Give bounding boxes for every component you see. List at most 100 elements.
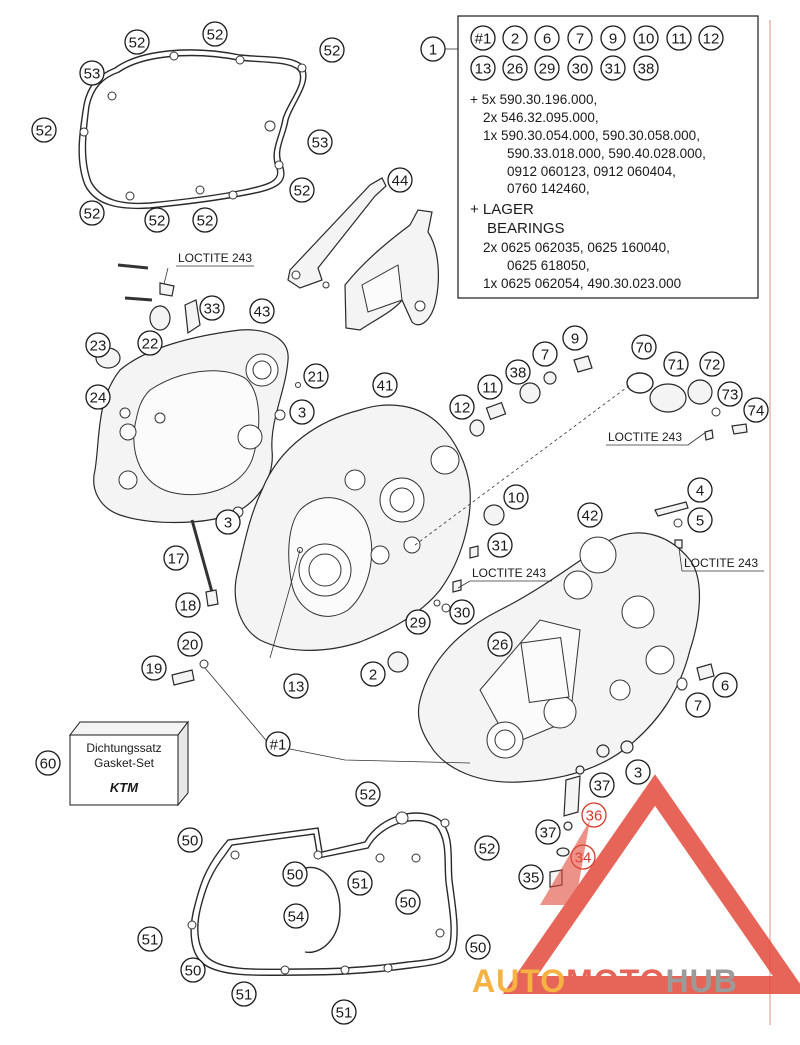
callout-52: 52 (79, 200, 105, 226)
callout-6: 6 (712, 672, 738, 698)
callout-label: 20 (182, 637, 199, 654)
callout-label: 52 (324, 43, 341, 60)
callout-37: 37 (589, 772, 615, 798)
callout-label: 9 (571, 331, 579, 348)
callout-label: 3 (298, 405, 306, 422)
callout-label: 50 (400, 895, 417, 912)
info-ref-label: 7 (576, 31, 584, 48)
callout-label: 52 (360, 787, 377, 804)
info-ref-38: 38 (633, 55, 659, 81)
callout-hash-1: #1 (265, 731, 291, 757)
callout-label: 13 (288, 679, 305, 696)
watermark-triangle-accent (540, 820, 590, 905)
callout-label: 37 (540, 825, 557, 842)
callout-52: 52 (202, 21, 228, 47)
callout-29: 29 (405, 609, 431, 635)
callout-label: 11 (482, 380, 498, 397)
callout-37: 37 (535, 819, 561, 845)
callout-19: 19 (141, 655, 167, 681)
callout-label: 36 (586, 808, 603, 825)
info-line-2: 2x 546.32.095.000, (483, 110, 599, 125)
callout-label: 53 (312, 135, 329, 152)
info-ref-29: 29 (534, 55, 560, 81)
callout-label: 21 (308, 369, 325, 386)
callout-label: 1 (429, 42, 437, 59)
callout-label: 31 (492, 538, 509, 555)
left-crankcase (234, 404, 471, 651)
callout-label: 22 (142, 336, 159, 353)
info-ref-6: 6 (534, 25, 560, 51)
info-line-1: + 5x 590.30.196.000, (470, 92, 597, 107)
info-ref-label: 30 (572, 61, 589, 78)
callout-22: 22 (137, 330, 163, 356)
small-fasteners-left (95, 263, 301, 518)
callout-label: 4 (696, 483, 704, 500)
crankcase-small-parts (387, 355, 593, 673)
info-ref-2: 2 (502, 25, 528, 51)
callout-3: 3 (215, 509, 241, 535)
info-ref-label: 10 (638, 31, 655, 48)
callout-4: 4 (687, 477, 713, 503)
callout-label: 44 (392, 173, 409, 190)
callout-42: 42 (577, 502, 603, 528)
callout-label: 29 (410, 615, 427, 632)
callout-52: 52 (289, 177, 315, 203)
callout-label: 52 (84, 206, 101, 223)
callout-label: 50 (185, 963, 202, 980)
drain-bolt (171, 659, 209, 686)
info-ref-label: 26 (507, 61, 524, 78)
info-ref-label: 6 (543, 31, 551, 48)
callout-36: 36 (581, 802, 607, 828)
callout-33: 33 (199, 295, 225, 321)
info-ref-label: 29 (539, 61, 556, 78)
clutch-cover-gasket (78, 49, 307, 210)
callout-17: 17 (163, 545, 189, 571)
callout-9: 9 (562, 325, 588, 351)
callout-52: 52 (474, 835, 500, 861)
callout-label: 12 (454, 400, 471, 417)
oil-filter-parts (414, 372, 748, 546)
callout-5: 5 (687, 507, 713, 533)
callout-label: 42 (582, 508, 599, 525)
info-line-6: 0760 142460, (507, 181, 590, 196)
info-ref-11: 11 (666, 25, 692, 51)
stud-bolt (190, 519, 219, 607)
dowel-parts (433, 545, 479, 613)
callout-51: 51 (347, 870, 373, 896)
info-ref-label: 13 (475, 61, 492, 78)
callout-label: 43 (254, 304, 271, 321)
info-ref-12: 12 (698, 25, 724, 51)
callout-54: 54 (283, 903, 309, 929)
gasket-set-box: Dichtungssatz Gasket-Set KTM (68, 720, 190, 807)
callout-label: 6 (721, 678, 729, 695)
callout-label: 3 (634, 765, 642, 782)
shift-parts (654, 501, 689, 549)
callout-24: 24 (85, 384, 111, 410)
info-ref-31: 31 (600, 55, 626, 81)
callout-71: 71 (663, 351, 689, 377)
engine-bracket (287, 177, 439, 331)
svg-text:AUTOMOTOHUB: AUTOMOTOHUB (472, 963, 738, 999)
callout-label: 51 (142, 932, 159, 949)
info-ref-label: 2 (511, 31, 519, 48)
callout-50: 50 (282, 861, 308, 887)
callout-51: 51 (137, 926, 163, 952)
callout-52: 52 (124, 29, 150, 55)
callout-50: 50 (465, 934, 491, 960)
callout-label: 51 (336, 1005, 353, 1022)
callout-label: 71 (668, 357, 685, 374)
callout-50: 50 (177, 827, 203, 853)
callout-label: 38 (510, 365, 527, 382)
bearings-heading: BEARINGS (487, 220, 565, 237)
info-ref-7: 7 (567, 25, 593, 51)
callout-44: 44 (387, 167, 413, 193)
callout-label: 19 (146, 661, 163, 678)
ktm-logo: KTM (110, 780, 139, 795)
callout-label: 54 (288, 909, 305, 926)
bearing-line-2: 0625 618050, (507, 258, 590, 273)
right-crankcase (417, 532, 700, 783)
info-line-4: 590.33.018.000, 590.40.028.000, (507, 146, 706, 161)
info-ref-label: 9 (609, 31, 617, 48)
callout-label: #1 (270, 737, 287, 754)
